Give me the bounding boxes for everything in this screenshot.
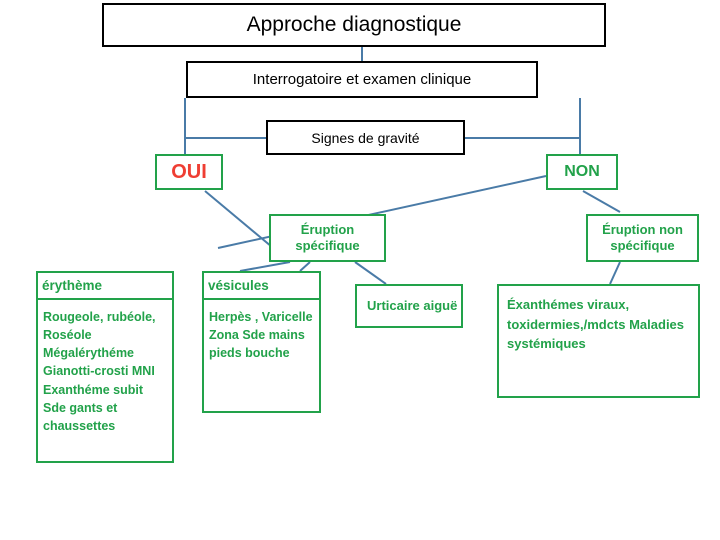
column-vesicules-header: vésicules: [204, 273, 319, 300]
node-oui: OUI: [155, 154, 223, 190]
column-vesicules-items: Herpès , Varicelle Zona Sde mains pieds …: [209, 310, 313, 361]
connector-eruption-urticaire: [354, 261, 387, 285]
column-erytheme-items: Rougeole, rubéole, Roséole Mégalérythéme…: [43, 310, 156, 433]
node-urticaire: Urticaire aiguë: [355, 284, 463, 328]
connector-interrogatoire-left: [184, 98, 266, 139]
node-eruption-non-specifique: Éruption non spécifique: [586, 214, 699, 262]
node-exanthemes-list: Éxanthémes viraux, toxidermies,/mdcts Ma…: [497, 284, 700, 398]
column-erytheme-header: érythème: [38, 273, 172, 300]
connector-eruption-nonspec-exanthemes: [609, 261, 621, 285]
node-interrogatoire: Interrogatoire et examen clinique: [186, 61, 538, 98]
column-erytheme: érythème Rougeole, rubéole, Roséole Méga…: [36, 271, 174, 463]
node-signes-gravite: Signes de gravité: [266, 120, 465, 155]
column-vesicules: vésicules Herpès , Varicelle Zona Sde ma…: [202, 271, 321, 413]
connector-eruption-erytheme: [239, 261, 291, 272]
connector-non-eruption: [582, 190, 621, 213]
node-eruption-specifique: Éruption spécifique: [269, 214, 386, 262]
connector-eruption-vesicules: [299, 261, 311, 272]
page-title: Approche diagnostique: [102, 3, 606, 47]
node-non: NON: [546, 154, 618, 190]
